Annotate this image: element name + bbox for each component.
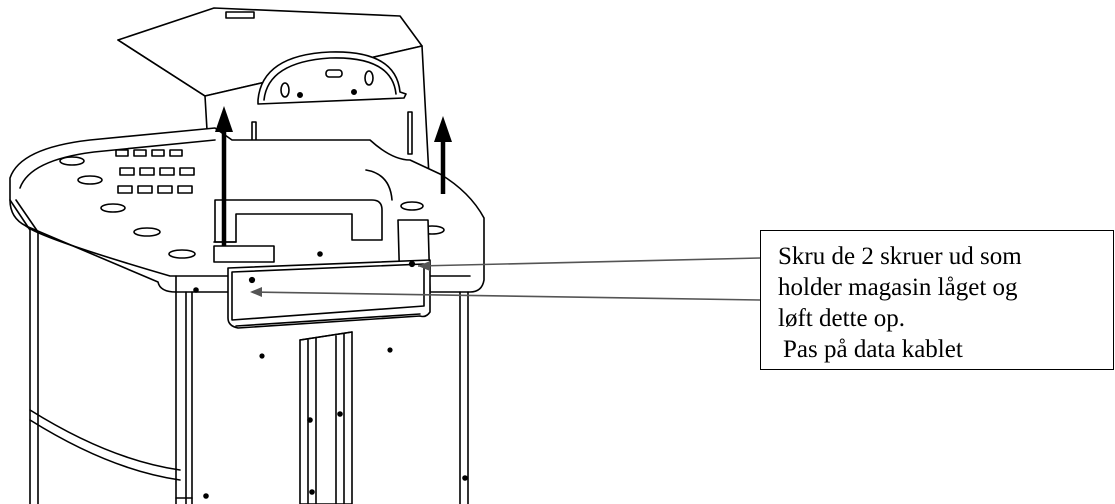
callout-line-3: løft dette op. [778,305,906,332]
leader-line [250,257,761,301]
callout-line-4: Pas på data kablet [783,336,963,363]
cable-channel [259,331,393,504]
arrow-up-icon [215,106,233,246]
callout-line-2: holder magasin låget og [778,274,1018,301]
cabinet-body [9,199,469,504]
instruction-callout: Skru de 2 skruer ud som holder magasin l… [760,230,1114,370]
arrow-up-icon [434,116,452,194]
callout-line-1: Skru de 2 skruer ud som [778,243,1022,270]
